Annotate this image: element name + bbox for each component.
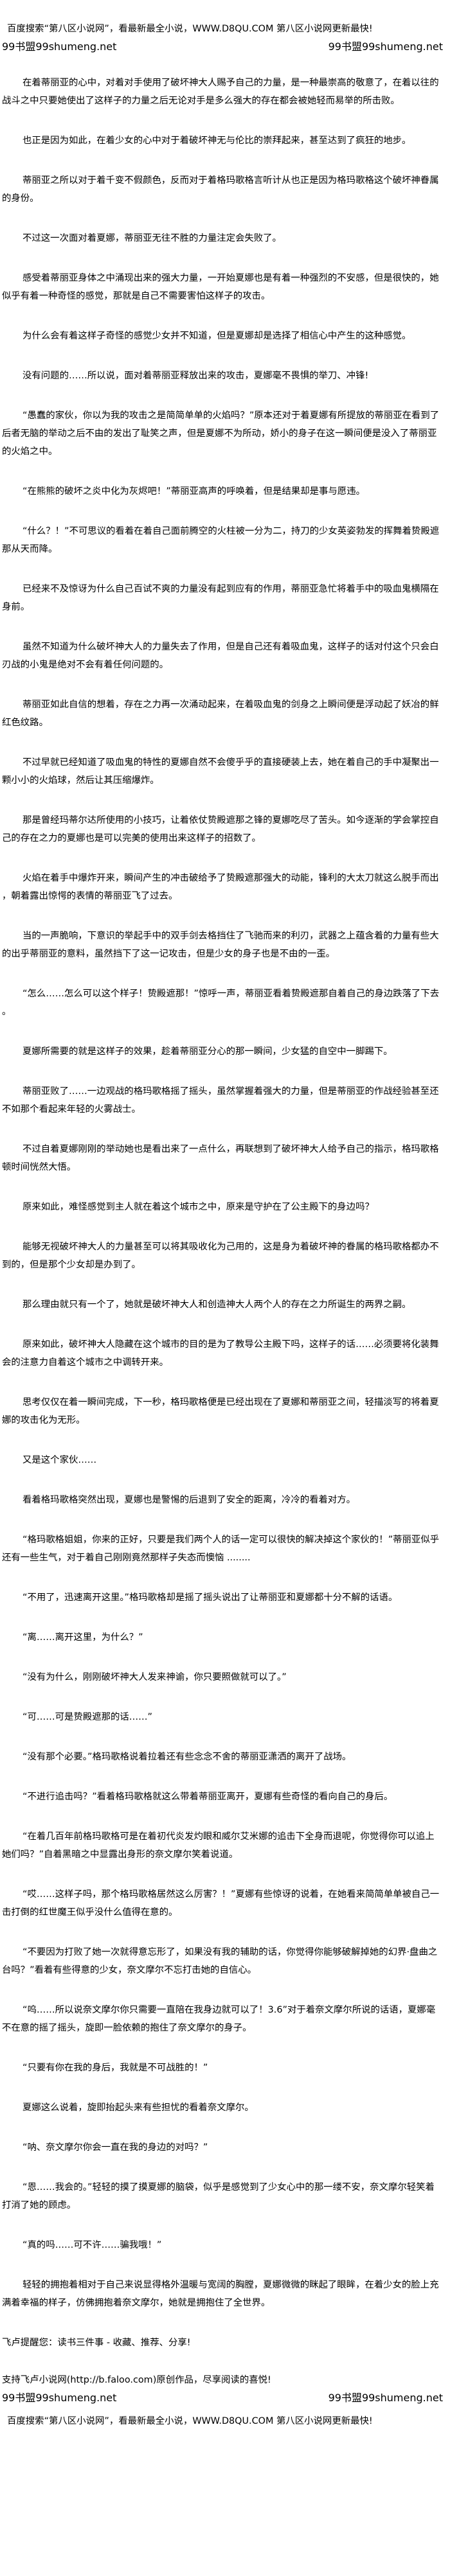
site-promo-banner-bottom: 百度搜索“第八区小说网”，看最新最全小说，WWW.D8QU.COM 第八区小说网… — [7, 2416, 373, 2426]
watermark-right: 99书盟99shumeng.net — [328, 40, 443, 53]
story-paragraph: 原来如此，破坏神大人隐藏在这个城市的目的是为了教导公主殿下吗，这样子的话……必须… — [2, 1339, 439, 1368]
story-paragraph: “什么？！”不可思议的看着在着自己面前腾空的火柱被一分为二，持刀的少女英姿勃发的… — [2, 526, 440, 554]
story-paragraph: “没有为什么，刚刚破坏神大人发来神谕，你只要照做就可以了。” — [22, 1672, 287, 1682]
story-paragraph: 那么理由就只有一个了，她就是破坏神大人和创造神大人两个人的存在之力所诞生的两界之… — [22, 1300, 411, 1310]
site-promo-banner-top: 百度搜索“第八区小说网”，看最新最全小说，WWW.D8QU.COM 第八区小说网… — [7, 24, 373, 34]
story-paragraph: 不过这一次面对着夏娜，蒂丽亚无往不胜的力量注定会失败了。 — [22, 233, 282, 243]
story-paragraph: 蒂丽亚如此自信的想着，存在之力再一次涌动起来，在着吸血鬼的剑身之上瞬间便是浮动起… — [2, 700, 439, 728]
chapter-page: 百度搜索“第八区小说网”，看最新最全小说，WWW.D8QU.COM 第八区小说网… — [2, 24, 443, 2426]
story-paragraph: 为什么会有着这样子奇怪的感觉少女并不知道，但是夏娜却是选择了相信心中产生的这种感… — [22, 331, 411, 341]
story-paragraph: 在着蒂丽亚的心中，对着对手使用了破坏神大人赐予自己的力量，是一种最崇高的敬意了，… — [2, 78, 439, 106]
story-paragraph: 感受着蒂丽亚身体之中涌现出来的强大力量，一开始夏娜也是有着一种强烈的不安感，但是… — [2, 273, 439, 301]
watermark-right: 99书盟99shumeng.net — [328, 2392, 443, 2404]
story-paragraph: “在着几百年前格玛歌格可是在着初代炎发灼眼和威尔艾米娜的追击下全身而退呢，你觉得… — [2, 1831, 435, 1860]
story-paragraph: “可……可是贽殿遮那的话……” — [22, 1712, 152, 1722]
chapter-body: 在着蒂丽亚的心中，对着对手使用了破坏神大人赐予自己的力量，是一种最崇高的敬意了，… — [2, 74, 443, 2312]
story-paragraph: “不进行追击吗？”看着格玛歌格就这么带着蒂丽亚离开，夏娜有些奇怪的看向自己的身后… — [22, 1792, 393, 1802]
story-paragraph: 虽然不知道为什么破坏神大人的力量失去了作用，但是自己还有着吸血鬼，这样子的话对付… — [2, 642, 439, 670]
story-paragraph: “呜……所以说奈文摩尔你只需要一直陪在我身边就可以了！3.6”对于着奈文摩尔所说… — [2, 2005, 436, 2033]
story-paragraph: 已经来不及惊讶为什么自己百试不爽的力量没有起到应有的作用，蒂丽亚急忙将着手中的吸… — [2, 584, 439, 612]
story-paragraph: 不过早就已经知道了吸血鬼的特性的夏娜自然不会傻乎乎的直接硬装上去，她在着自己的手… — [2, 757, 439, 786]
story-paragraph: 夏娜这么说着，旋即抬起头来有些担忧的看着奈文摩尔。 — [22, 2103, 254, 2113]
story-paragraph: “不要因为打败了她一次就得意忘形了，如果没有我的辅助的话，你觉得你能够破解掉她的… — [2, 1947, 438, 1975]
watermark-left: 99书盟99shumeng.net — [2, 40, 117, 53]
watermark-left: 99书盟99shumeng.net — [2, 2392, 117, 2404]
watermark-row-bottom: 99书盟99shumeng.net 99书盟99shumeng.net — [2, 2389, 443, 2407]
story-paragraph: “真的吗……可不许……骗我哦！” — [22, 2240, 162, 2250]
watermark-row-top: 99书盟99shumeng.net 99书盟99shumeng.net — [2, 38, 443, 56]
story-paragraph: 不过自着夏娜刚刚的举动她也是看出来了一点什么，再联想到了破坏神大人给予自己的指示… — [2, 1144, 439, 1172]
story-paragraph: “怎么……怎么可以这个样子！贽殿遮那！”惊呼一声，蒂丽亚看着贽殿遮那自着自己的身… — [2, 989, 440, 1017]
story-paragraph: 夏娜所需要的就是这样子的效果，趁着蒂丽亚分心的那一瞬间，少女猛的自空中一脚踢下。 — [22, 1046, 393, 1057]
story-paragraph: 没有问题的……所以说，面对着蒂丽亚释放出来的攻击，夏娜毫不畏惧的举刀、冲锋! — [22, 371, 369, 381]
story-paragraph: “没有那个必要。”格玛歌格说着拉着还有些念念不舍的蒂丽亚潇洒的离开了战场。 — [22, 1752, 352, 1762]
story-paragraph: 思考仅仅在着一瞬间完成，下一秒，格玛歌格便是已经出现在了夏娜和蒂丽亚之间，轻描淡… — [2, 1397, 439, 1425]
faloo-reminder: 飞卢提醒您：读书三件事 - 收藏、推荐、分享! — [2, 2338, 191, 2348]
story-paragraph: 蒂丽亚之所以对于着千变不假颜色，反而对于着格玛歌格言听计从也正是因为格玛歌格这个… — [2, 175, 439, 204]
story-paragraph: “在熊熊的破坏之炎中化为灰烬吧！”蒂丽亚高声的呼唤着，但是结果却是事与愿违。 — [22, 486, 365, 497]
faloo-support-note: 支持飞卢小说网(http://b.faloo.com)原创作品，尽享阅读的喜悦! — [2, 2375, 271, 2385]
story-paragraph: “不用了，迅速离开这里。”格玛歌格却是摇了摇头说出了让蒂丽亚和夏娜都十分不解的话… — [22, 1592, 398, 1603]
story-paragraph: 火焰在着手中爆炸开来，瞬间产生的冲击破给予了贽殿遮那强大的动能，锋利的大太刀就这… — [2, 873, 439, 901]
story-paragraph: “呐、奈文摩尔你会一直在我的身边的对吗？” — [22, 2142, 208, 2153]
story-paragraph: “只要有你在我的身后，我就是不可战胜的！” — [22, 2063, 208, 2073]
story-paragraph: “离……离开这里，为什么？” — [22, 1632, 143, 1643]
story-paragraph: 蒂丽亚败了……一边观战的格玛歌格摇了摇头，虽然掌握着强大的力量，但是蒂丽亚的作战… — [2, 1086, 439, 1115]
story-paragraph: 那是曾经玛蒂尔达所使用的小技巧，让着依仗贽殿遮那之锋的夏娜吃尽了苦头。如今逐渐的… — [2, 815, 439, 843]
story-paragraph: 能够无视破坏神大人的力量甚至可以将其吸收化为己用的，这是身为着破坏神的眷属的格玛… — [2, 1242, 439, 1270]
story-paragraph: “恩……我会的。”轻轻的摸了摸夏娜的脑袋，似乎是感觉到了少女心中的那一缕不安，奈… — [2, 2182, 435, 2210]
story-paragraph: 看着格玛歌格突然出现，夏娜也是警惕的后退到了安全的距离，冷冷的看着对方。 — [22, 1495, 356, 1505]
story-paragraph: 轻轻的拥抱着相对于自己来说显得格外温暖与宽阔的胸膛，夏娜微微的眯起了眼眸，在着少… — [2, 2280, 439, 2308]
story-paragraph: “哎……这样子吗，那个格玛歌格居然这么厉害？！”夏娜有些惊讶的说着，在她看来简简… — [2, 1889, 440, 1918]
story-paragraph: “愚蠢的家伙，你以为我的攻击之是简简单单的火焰吗？”原本还对于着夏娜有所提放的蒂… — [2, 410, 440, 457]
story-paragraph: 当的一声脆响，下意识的举起手中的双手剑去格挡住了飞驰而来的利刃，武器之上蕴含着的… — [2, 931, 439, 959]
story-paragraph: 也正是因为如此，在着少女的心中对于着破坏神无与伦比的崇拜起来，甚至达到了疯狂的地… — [22, 136, 411, 146]
story-paragraph: “格玛歌格姐姐，你来的正好，只要是我们两个人的话一定可以很快的解决掉这个家伙的！… — [2, 1535, 440, 1563]
story-paragraph: 原来如此，难怪感觉到主人就在着这个城市之中，原来是守护在了公主殿下的身边吗？ — [22, 1202, 374, 1212]
story-paragraph: 又是这个家伙…… — [22, 1455, 97, 1465]
